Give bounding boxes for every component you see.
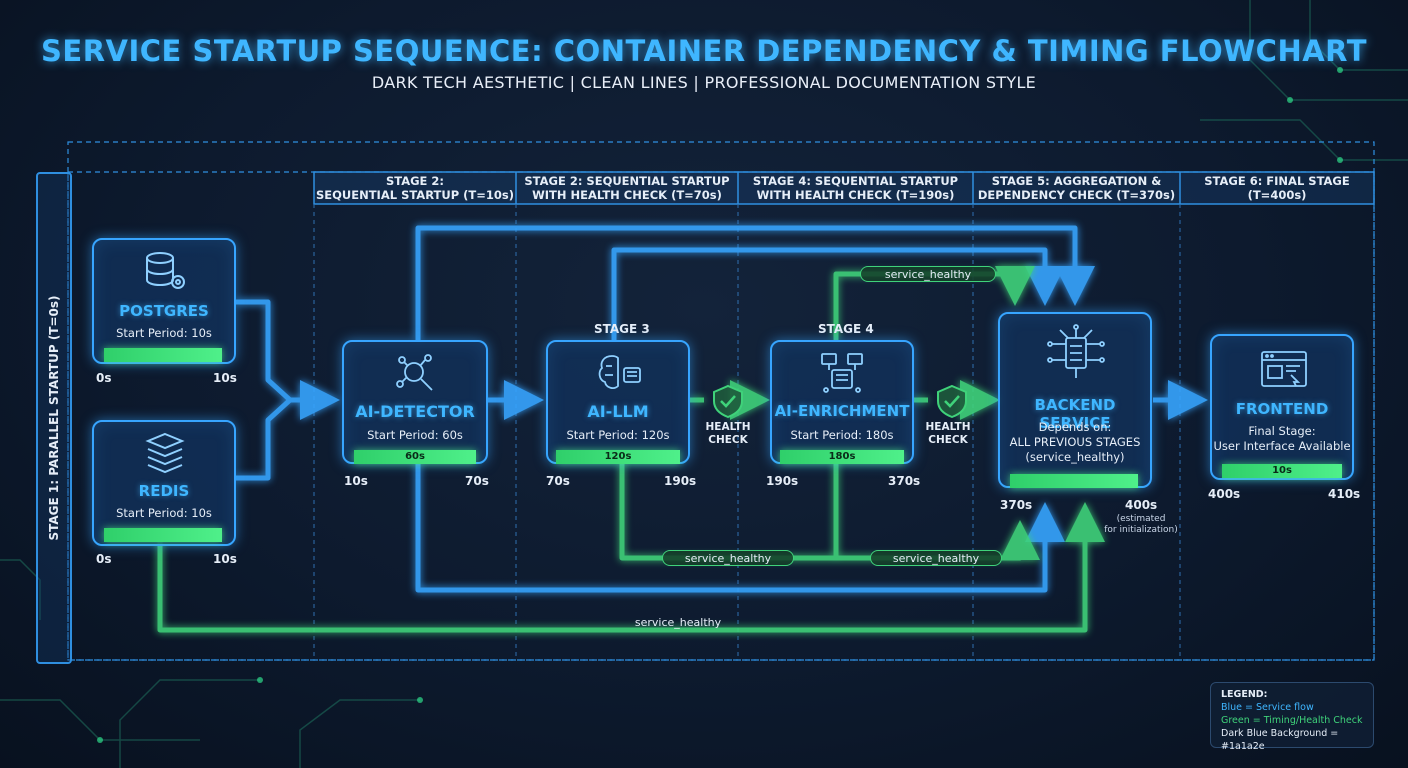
service-name: AI-LLM xyxy=(587,402,649,421)
brain-chip-icon xyxy=(598,355,641,389)
health-check-label: HEALTH CHECK xyxy=(925,421,971,446)
postgres-node[interactable]: POSTGRES Start Period: 10s xyxy=(92,238,236,364)
browser-window-icon xyxy=(1261,351,1307,387)
backend-note: (estimated for initialization) xyxy=(1104,514,1178,535)
shield-check-icon xyxy=(937,384,967,419)
stage3-header: STAGE 2: SEQUENTIAL STARTUP WITH HEALTH … xyxy=(524,174,730,202)
neural-search-icon xyxy=(396,354,433,391)
time-start: 70s xyxy=(546,474,570,488)
legend-title: LEGEND: xyxy=(1221,689,1268,700)
frontend-stage-label: Final Stage: xyxy=(1248,424,1316,438)
service-name: FRONTEND xyxy=(1235,400,1329,418)
stage1-column: STAGE 1: PARALLEL STARTUP (T=0s) xyxy=(36,172,72,664)
start-period: Start Period: 120s xyxy=(566,428,670,442)
stage4-label: STAGE 4 xyxy=(818,322,874,336)
start-period: Start Period: 10s xyxy=(116,506,212,520)
service-name: AI-ENRICHMENT xyxy=(774,402,910,420)
page-subtitle: DARK TECH AESTHETIC | CLEAN LINES | PROF… xyxy=(371,73,1037,92)
shield-check-icon xyxy=(713,384,743,419)
backend-depends-condition: (service_healthy) xyxy=(1025,450,1125,464)
timing-bar: 10s xyxy=(1222,464,1342,478)
service-healthy-pill: service_healthy xyxy=(662,550,794,566)
frontend-node[interactable]: FRONTEND Final Stage: User Interface Ava… xyxy=(1210,334,1354,480)
time-end: 70s xyxy=(465,474,489,488)
time-start: 0s xyxy=(96,371,112,385)
service-name: AI-DETECTOR xyxy=(355,402,475,421)
ai-detector-node[interactable]: AI-DETECTOR Start Period: 60s 60s xyxy=(342,340,488,464)
frontend-stage-detail: User Interface Available xyxy=(1213,439,1351,453)
time-start: 370s xyxy=(1000,498,1033,512)
ai-llm-node[interactable]: AI-LLM Start Period: 120s 120s xyxy=(546,340,690,464)
stage6-header: STAGE 6: FINAL STAGE (T=400s) xyxy=(1204,174,1350,202)
service-name: POSTGRES xyxy=(119,302,209,320)
timing-bar xyxy=(104,348,222,362)
page-title: SERVICE STARTUP SEQUENCE: CONTAINER DEPE… xyxy=(41,34,1367,68)
service-name: BACKEND SERVICE xyxy=(1034,396,1116,432)
server-network-icon xyxy=(1047,324,1105,378)
time-end: 190s xyxy=(664,474,697,488)
time-end: 400s xyxy=(1125,498,1158,512)
ai-enrichment-node[interactable]: AI-ENRICHMENT Start Period: 180s 180s xyxy=(770,340,914,464)
time-start: 10s xyxy=(344,474,368,488)
timing-bar xyxy=(1010,474,1138,488)
timing-bar xyxy=(104,528,222,542)
data-enrichment-icon xyxy=(821,353,863,393)
backend-depends-value: ALL PREVIOUS STAGES xyxy=(1009,435,1141,449)
legend-blue: Blue = Service flow xyxy=(1221,702,1314,713)
time-start: 0s xyxy=(96,552,112,566)
time-end: 10s xyxy=(213,371,237,385)
time-end: 410s xyxy=(1328,487,1361,501)
stage5-header: STAGE 5: AGGREGATION & DEPENDENCY CHECK … xyxy=(977,174,1176,202)
service-healthy-pill: service_healthy xyxy=(870,550,1002,566)
redis-node[interactable]: REDIS Start Period: 10s xyxy=(92,420,236,546)
time-start: 400s xyxy=(1208,487,1241,501)
backend-service-node[interactable]: BACKEND SERVICE Depends on: ALL PREVIOUS… xyxy=(998,312,1152,488)
stage4-header: STAGE 4: SEQUENTIAL STARTUP WITH HEALTH … xyxy=(752,174,959,202)
time-end: 370s xyxy=(888,474,921,488)
timing-bar: 120s xyxy=(556,450,680,464)
legend-background: Dark Blue Background = #1a1a2e xyxy=(1221,728,1339,752)
redis-stack-icon xyxy=(145,432,185,474)
service-name: REDIS xyxy=(138,482,190,500)
legend: LEGEND: Blue = Service flow Green = Timi… xyxy=(1210,682,1374,752)
time-start: 190s xyxy=(766,474,799,488)
timing-bar: 60s xyxy=(354,450,476,464)
backend-depends-label: Depends on: xyxy=(1038,420,1112,434)
database-gear-icon xyxy=(146,252,185,289)
start-period: Start Period: 180s xyxy=(790,428,894,442)
timing-bar: 180s xyxy=(780,450,904,464)
legend-green: Green = Timing/Health Check xyxy=(1221,715,1363,726)
start-period: Start Period: 10s xyxy=(116,326,212,340)
stage3-label: STAGE 3 xyxy=(594,322,650,336)
stage2-header: STAGE 2: SEQUENTIAL STARTUP (T=10s) xyxy=(315,174,514,202)
start-period: Start Period: 60s xyxy=(367,428,463,442)
health-check-label: HEALTH CHECK xyxy=(705,421,751,446)
service-healthy-pill: service_healthy xyxy=(860,266,996,282)
time-end: 10s xyxy=(213,552,237,566)
service-healthy-label: service_healthy xyxy=(634,616,722,629)
